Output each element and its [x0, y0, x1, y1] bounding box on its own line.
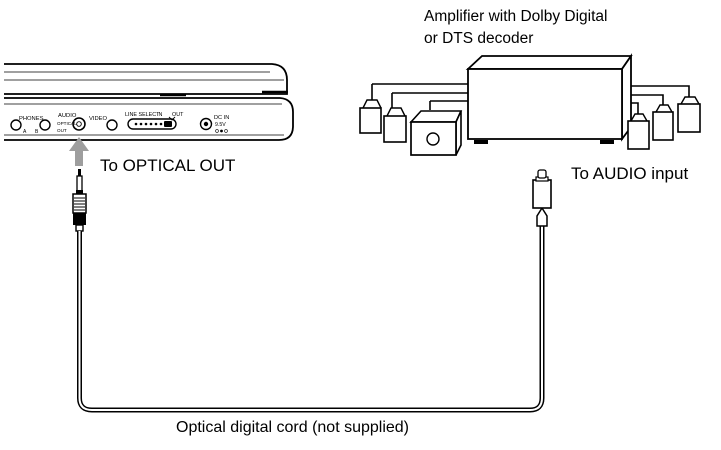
cord-caption: Optical digital cord (not supplied)	[176, 419, 410, 436]
phones-a-label: A	[23, 129, 27, 135]
up-arrow-icon	[69, 137, 89, 166]
speaker-icon	[652, 104, 674, 141]
amplifier-title-line1: Amplifier with Dolby Digital	[424, 8, 608, 25]
amplifier	[359, 53, 701, 156]
speaker-icon	[677, 96, 701, 133]
out-label: OUT	[172, 112, 184, 118]
audio-label: AUDIO	[58, 113, 77, 119]
video-jack	[106, 119, 118, 131]
phones-a-jack	[10, 119, 22, 131]
optical-cord	[72, 169, 552, 413]
polarity-icon	[215, 129, 228, 133]
amplifier-title-line2: or DTS decoder	[424, 30, 534, 47]
voltage-label: 9.5V	[215, 122, 226, 128]
speaker-icon	[627, 113, 650, 150]
optical-label: OPTICAL	[57, 121, 77, 126]
to-audio-input-label: To AUDIO input	[571, 164, 689, 183]
dc-in-label: DC IN	[214, 115, 229, 121]
in-label: IN	[157, 112, 162, 118]
line-select-label: LINE SELECT	[125, 112, 160, 118]
phones-b-jack	[39, 119, 51, 131]
phones-label: PHONES	[19, 116, 44, 122]
video-label: VIDEO	[89, 116, 108, 122]
speaker-icon	[383, 107, 407, 143]
speaker-icon	[359, 99, 382, 134]
amplifier-title: Amplifier with Dolby Digital or DTS deco…	[424, 6, 607, 50]
subwoofer-icon	[409, 110, 463, 156]
phones-b-label: B	[35, 129, 39, 135]
to-optical-out-label: To OPTICAL OUT	[100, 156, 236, 175]
dvd-player: PHONES A B AUDIO OPTICAL OUT VIDEO LINE …	[4, 63, 294, 141]
optical-out-label: OUT	[57, 128, 67, 133]
